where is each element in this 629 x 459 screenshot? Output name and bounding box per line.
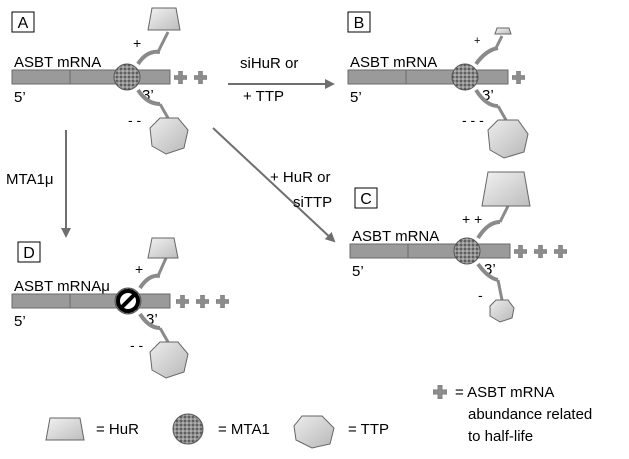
panel-d-abundance <box>176 295 229 308</box>
panel-b-letter: B <box>354 15 365 32</box>
panel-a-ttp-sign: - - <box>128 112 142 128</box>
panel-d-ttp <box>149 341 189 379</box>
panel-b-mrna-strand <box>347 69 509 85</box>
arrow-a-to-c: + HuR or siTTP <box>212 127 336 243</box>
panel-d-mta1-blocked <box>114 287 142 315</box>
panel-c-mrna-label: ASBT mRNA <box>352 228 439 245</box>
legend-hur-icon <box>45 417 85 441</box>
panel-a-mrna-label: ASBT mRNA <box>14 54 101 71</box>
legend-plus-label-2: abundance related <box>468 406 592 423</box>
abundance-plus-icon <box>512 71 525 84</box>
panel-b-ttp <box>487 119 529 159</box>
abundance-plus-icon <box>534 245 547 258</box>
legend-mta1-label: = MTA1 <box>218 421 270 438</box>
panel-a-box <box>11 11 35 33</box>
panel-d-3prime: 3’ <box>146 311 158 328</box>
panel-c-ttp-arm <box>476 262 499 282</box>
legend-ttp-label: = TTP <box>348 421 389 438</box>
arrow-a-to-c-label-2: siTTP <box>293 194 332 211</box>
panel-b: B ASBT mRNA 5’ 3’ + - - - <box>347 11 529 159</box>
panel-d-hur-sign: + <box>135 261 143 277</box>
panel-d-box <box>17 241 41 263</box>
panel-b-ttp-arm <box>474 88 499 108</box>
panel-a-letter: A <box>18 15 29 32</box>
legend-plus-label-3: to half-life <box>468 428 533 445</box>
panel-a-mta1 <box>113 63 141 91</box>
abundance-plus-icon <box>176 295 189 308</box>
panel-c-mta1 <box>453 237 481 265</box>
legend-mta1-icon <box>172 413 204 445</box>
panel-a-ttp-arm <box>136 88 161 106</box>
panel-c-hur-arm <box>476 220 501 240</box>
panel-a-mrna-strand <box>11 69 171 85</box>
panel-d-letter: D <box>23 245 35 262</box>
panel-d-ttp-arm <box>138 312 161 330</box>
panel-b-5prime: 5’ <box>350 89 362 106</box>
panel-b-ttp-sign: - - - <box>462 112 484 128</box>
arrow-a-to-b-label-2: + TTP <box>243 88 284 105</box>
panel-c-ttp-sign: - <box>478 287 483 303</box>
arrow-a-to-b: siHuR or + TTP <box>228 55 335 105</box>
panel-d-hur-arm <box>138 273 161 290</box>
panel-b-box <box>347 11 371 33</box>
legend-hur-label: = HuR <box>96 421 139 438</box>
panel-c-hur <box>481 171 531 207</box>
panel-b-hur-arm <box>474 46 499 66</box>
panel-d-mrna-label: ASBT mRNAμ <box>14 278 110 295</box>
arrow-a-to-d-label: MTA1μ <box>6 171 54 188</box>
panel-d-5prime: 5’ <box>14 313 26 330</box>
panel-c-hur-sign: + + <box>462 211 482 227</box>
panel-c: C ASBT mRNA 5’ 3’ + + - <box>349 171 567 323</box>
panel-c-3prime: 3’ <box>484 261 496 278</box>
legend-plus-label-1: = ASBT mRNA <box>455 384 554 401</box>
legend-ttp-icon <box>293 415 335 449</box>
arrow-a-to-b-label-1: siHuR or <box>240 55 298 72</box>
arrow-a-to-c-label-1: + HuR or <box>270 169 330 186</box>
abundance-plus-icon <box>174 71 187 84</box>
abundance-plus-icon <box>216 295 229 308</box>
panel-b-hur <box>494 27 512 35</box>
panel-a-5prime: 5’ <box>14 89 26 106</box>
panel-c-letter: C <box>360 191 372 208</box>
abundance-plus-icon <box>196 295 209 308</box>
panel-c-box <box>354 187 378 209</box>
panel-d: D ASBT mRNAμ 5’ 3’ + - - <box>11 237 229 379</box>
panel-c-abundance <box>514 245 567 258</box>
panel-a-3prime: 3’ <box>142 87 154 104</box>
panel-b-mrna-label: ASBT mRNA <box>350 54 437 71</box>
panel-b-mta1 <box>451 63 479 91</box>
panel-a-hur <box>147 7 181 31</box>
abundance-plus-icon <box>554 245 567 258</box>
panel-a-ttp <box>149 117 189 155</box>
panel-d-hur <box>147 237 179 259</box>
arrow-a-to-d: MTA1μ <box>6 130 71 238</box>
abundance-plus-icon <box>514 245 527 258</box>
panel-c-5prime: 5’ <box>352 263 364 280</box>
panel-d-mrna-strand <box>11 293 171 309</box>
panel-a-hur-arm <box>136 49 161 66</box>
panel-d-ttp-sign: - - <box>130 337 144 353</box>
panel-c-mrna-strand <box>349 243 511 259</box>
panel-c-ttp <box>489 299 515 323</box>
abundance-plus-icon <box>194 71 207 84</box>
panel-a-abundance <box>174 71 207 84</box>
legend: = HuR = MTA1 = TTP = ASBT mRNA abundance… <box>45 384 592 449</box>
panel-b-hur-sign: + <box>474 35 480 47</box>
legend-plus-icon <box>433 385 447 399</box>
panel-b-abundance <box>512 71 525 84</box>
panel-a-hur-sign: + <box>133 35 141 51</box>
panel-a: A ASBT mRNA 5’ 3’ + - - <box>11 7 207 155</box>
panel-b-3prime: 3’ <box>482 87 494 104</box>
